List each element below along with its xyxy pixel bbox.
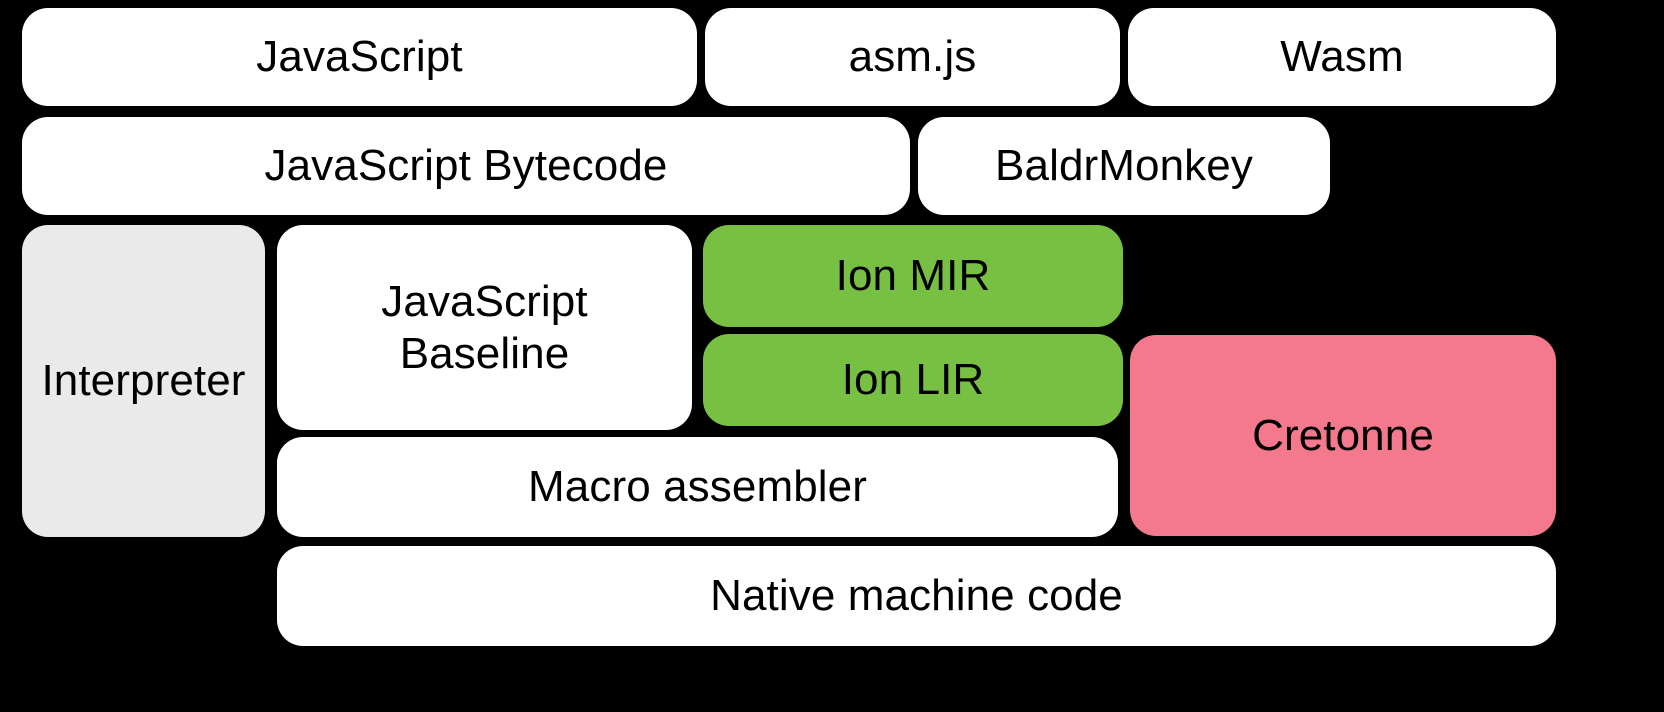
node-label-javascript-bytecode: JavaScript Bytecode bbox=[264, 141, 668, 191]
node-ion-lir: Ion LIR bbox=[703, 334, 1123, 426]
node-label-javascript: JavaScript bbox=[256, 32, 463, 82]
node-label-interpreter: Interpreter bbox=[41, 356, 246, 406]
node-interpreter: Interpreter bbox=[22, 225, 265, 537]
node-label-javascript-baseline: JavaScript Baseline bbox=[381, 276, 588, 378]
node-label-wasm: Wasm bbox=[1280, 32, 1404, 82]
node-ion-mir: Ion MIR bbox=[703, 225, 1123, 327]
node-javascript-baseline: JavaScript Baseline bbox=[277, 225, 692, 430]
node-label-ion-mir: Ion MIR bbox=[835, 251, 991, 301]
node-label-cretonne: Cretonne bbox=[1252, 410, 1434, 460]
node-baldrmonkey: BaldrMonkey bbox=[918, 117, 1330, 215]
node-label-baldrmonkey: BaldrMonkey bbox=[995, 141, 1253, 191]
node-cretonne: Cretonne bbox=[1130, 335, 1556, 536]
node-javascript-bytecode: JavaScript Bytecode bbox=[22, 117, 910, 215]
node-wasm: Wasm bbox=[1128, 8, 1556, 106]
node-macro-assembler: Macro assembler bbox=[277, 437, 1118, 537]
node-label-ion-lir: Ion LIR bbox=[841, 355, 985, 405]
node-label-macro-assembler: Macro assembler bbox=[528, 462, 867, 512]
node-label-native-machine-code: Native machine code bbox=[710, 571, 1123, 621]
node-javascript: JavaScript bbox=[22, 8, 697, 106]
node-label-asmjs: asm.js bbox=[848, 32, 977, 82]
node-asmjs: asm.js bbox=[705, 8, 1120, 106]
node-native-machine-code: Native machine code bbox=[277, 546, 1556, 646]
